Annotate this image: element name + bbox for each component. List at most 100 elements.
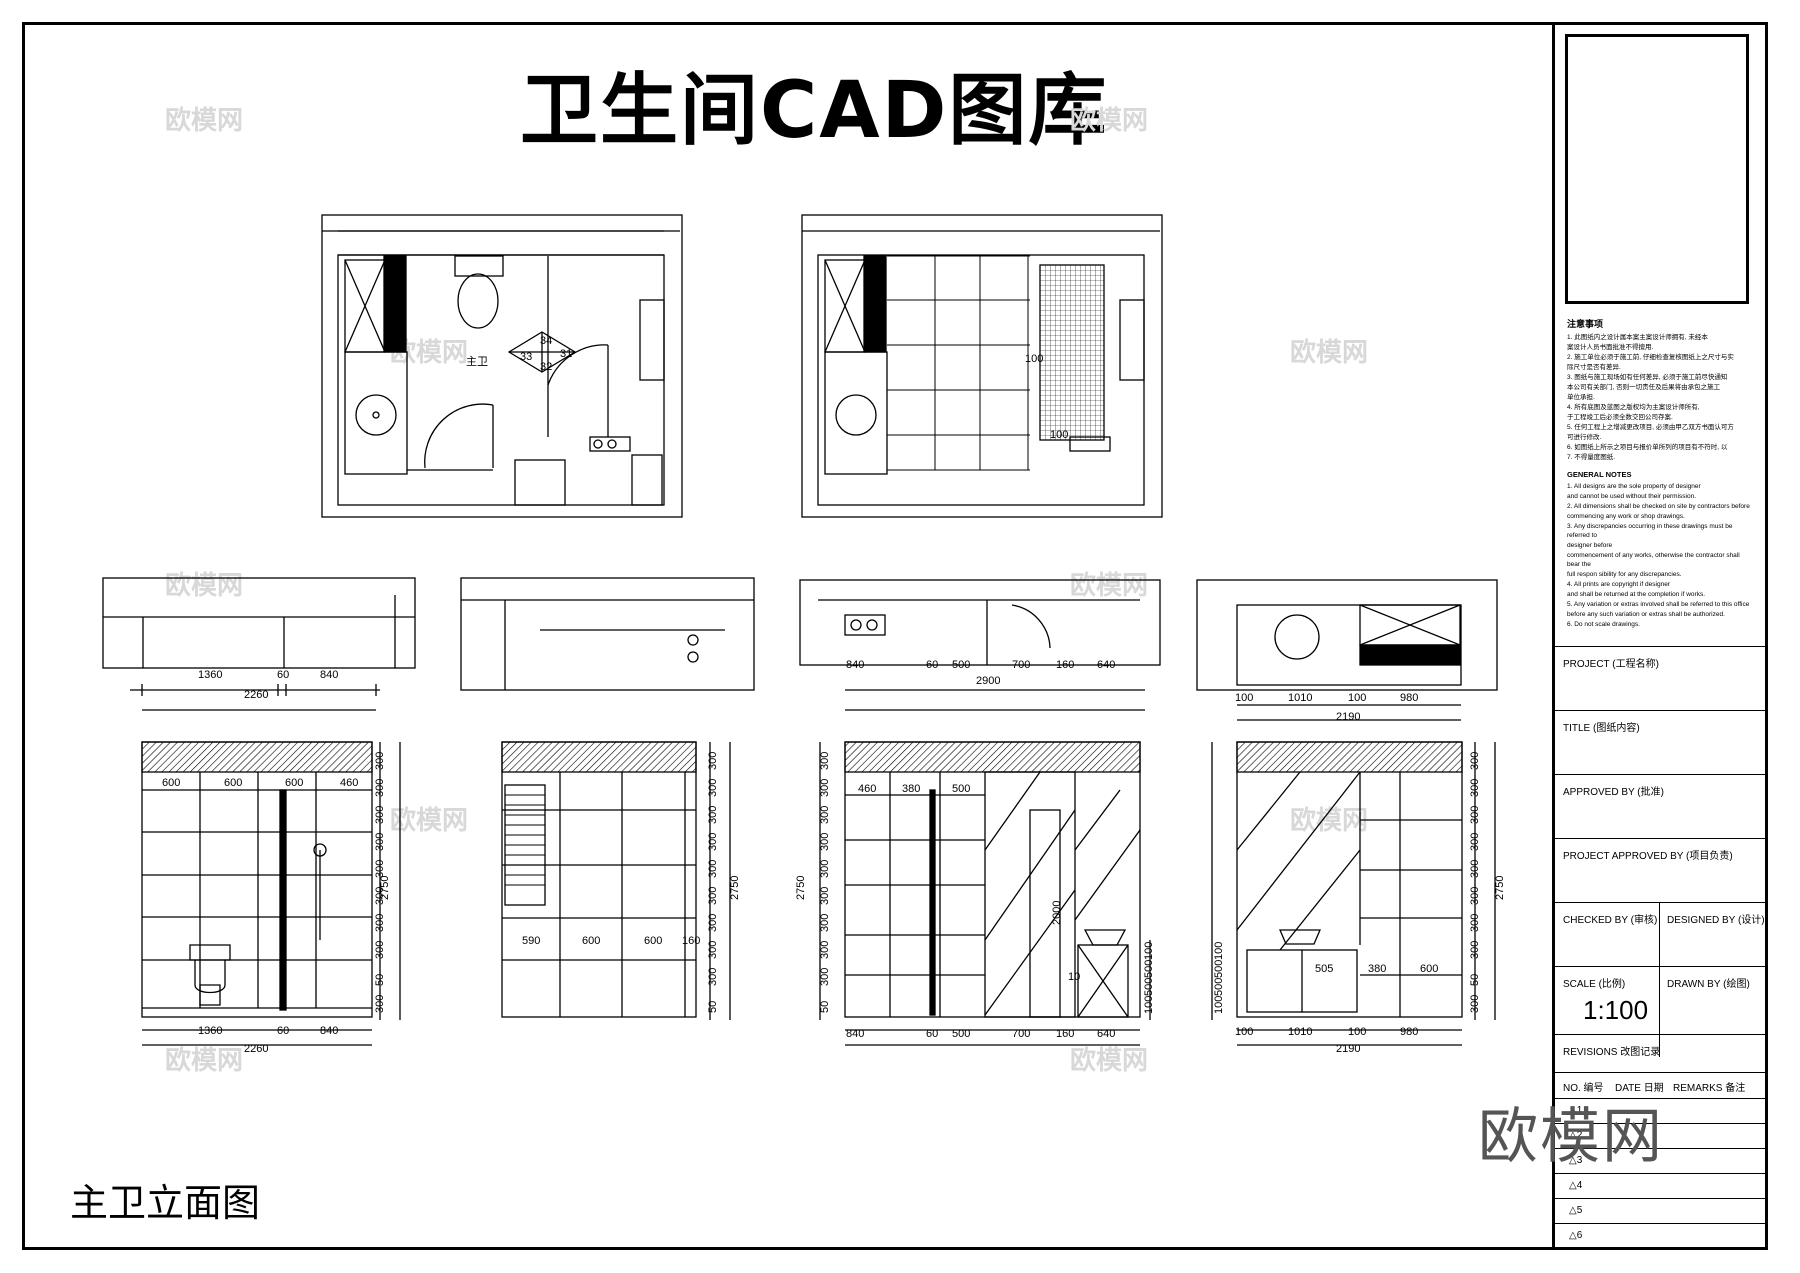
watermark: 欧模网 xyxy=(1290,338,1369,368)
plan-marker: 34 xyxy=(540,335,552,347)
tb-project: PROJECT (工程名称) xyxy=(1555,646,1768,712)
dim-label: 300 xyxy=(707,914,719,932)
dim-label: 505 xyxy=(1315,963,1333,975)
dim-height: 2750 xyxy=(795,876,807,900)
dim-label: 2260 xyxy=(244,689,268,701)
tb-checked-label: CHECKED BY (审核) xyxy=(1563,915,1658,926)
dim-label: 2900 xyxy=(976,675,1000,687)
dim-label: 100 xyxy=(1143,996,1155,1014)
dim-label: 300 xyxy=(819,968,831,986)
note-line: 6. Do not scale drawings. xyxy=(1567,621,1640,628)
dim-label: 380 xyxy=(902,783,920,795)
dim-label: 460 xyxy=(858,783,876,795)
floor-plan-1 xyxy=(321,214,683,518)
dim-label: 980 xyxy=(1400,692,1418,704)
dim-label: 50 xyxy=(819,1001,831,1013)
drawing-subtitle: 主卫立面图 xyxy=(70,1181,261,1225)
elevation-1 xyxy=(141,741,401,1046)
watermark: 欧模网 xyxy=(1070,571,1149,601)
dim-label: 840 xyxy=(320,1025,338,1037)
tb-project-approved: PROJECT APPROVED BY (项目负责) xyxy=(1555,838,1768,904)
tb-approved: APPROVED BY (批准) xyxy=(1555,774,1768,840)
dim-label: 600 xyxy=(582,935,600,947)
dim-label: 300 xyxy=(1469,860,1481,878)
plan2-dim: 100 xyxy=(1050,429,1068,441)
dim-label: 50 xyxy=(707,1001,719,1013)
dim-label: 840 xyxy=(320,669,338,681)
elevation-2 xyxy=(501,741,731,1020)
note-line: 于工程竣工后必须全数交回公司存案. xyxy=(1567,414,1673,421)
dim-height: 2750 xyxy=(729,876,741,900)
dim-label: 300 xyxy=(819,941,831,959)
note-line: 本公司有关部门, 否则一切责任及后果将由承包之施工 xyxy=(1567,384,1721,391)
dim-label: 100 xyxy=(1213,942,1225,960)
dim-label: 300 xyxy=(374,806,386,824)
revision-row: △3 xyxy=(1555,1148,1768,1174)
dim-label: 100 xyxy=(1348,692,1366,704)
tb-project-label: PROJECT (工程名称) xyxy=(1563,659,1659,670)
dim-label: 2260 xyxy=(244,1043,268,1055)
dim-label: 600 xyxy=(224,777,242,789)
dim-label: 300 xyxy=(707,968,719,986)
revision-number: △3 xyxy=(1569,1155,1583,1166)
revision-number: △6 xyxy=(1569,1230,1583,1241)
revision-row: △2 xyxy=(1555,1123,1768,1149)
dim-label: 380 xyxy=(1368,963,1386,975)
note-line: commencement of any works, otherwise the… xyxy=(1567,552,1740,568)
dim-label: 500 xyxy=(1143,960,1155,978)
note-line: full respon sibility for any discrepanci… xyxy=(1567,571,1682,578)
drawing-frame xyxy=(22,22,1768,1250)
dim-label: 600 xyxy=(1420,963,1438,975)
revision-row: △4 xyxy=(1555,1173,1768,1199)
watermark: 欧模网 xyxy=(1070,106,1149,136)
revision-number: △5 xyxy=(1569,1205,1583,1216)
plan-marker: 32 xyxy=(540,361,552,373)
dim-label: 640 xyxy=(1097,1028,1115,1040)
dim-label: 300 xyxy=(707,806,719,824)
tb-drawn-label: DRAWN BY (绘图) xyxy=(1667,979,1750,990)
dim-label: 2190 xyxy=(1336,1043,1360,1055)
dim-label: 160 xyxy=(1056,1028,1074,1040)
title-block: 注意事项 1. 此图纸内之设计属本案主案设计师拥有, 未经本 案设计人员书面批准… xyxy=(1552,22,1768,1250)
dim-label: 1360 xyxy=(198,669,222,681)
elevation-4 xyxy=(1211,741,1496,1046)
notes-heading: 注意事项 xyxy=(1567,319,1604,329)
tb-col-no: NO. 编号 xyxy=(1563,1083,1604,1094)
dim-label: 100 xyxy=(1235,1026,1253,1038)
dim-label: 300 xyxy=(1469,779,1481,797)
dim-label: 600 xyxy=(285,777,303,789)
dim-label: 100 xyxy=(1213,996,1225,1014)
watermark: 欧模网 xyxy=(165,571,244,601)
note-line: 3. 图纸与施工现场如有任何差异, 必须于施工前尽快通知 xyxy=(1567,374,1728,381)
dim-label: 300 xyxy=(1469,752,1481,770)
dim-label: 300 xyxy=(374,752,386,770)
dim-label: 10 xyxy=(1068,971,1080,983)
revision-number: △4 xyxy=(1569,1180,1583,1191)
dim-label: 980 xyxy=(1400,1026,1418,1038)
dim-label: 2190 xyxy=(1336,711,1360,723)
tb-approved-label: APPROVED BY (批准) xyxy=(1563,787,1664,798)
note-line: 案设计人员书面批准不得擅用. xyxy=(1567,344,1654,351)
dim-label: 300 xyxy=(707,860,719,878)
note-line: 2. 施工单位必须于施工前, 仔细检查复核图纸上之尺寸与实 xyxy=(1567,354,1734,361)
revision-number: △2 xyxy=(1569,1130,1583,1141)
note-line: 1. All designs are the sole property of … xyxy=(1567,483,1701,490)
dim-label: 500 xyxy=(952,783,970,795)
tb-revisions: REVISIONS 改图记录 xyxy=(1555,1034,1768,1075)
dim-label: 60 xyxy=(277,669,289,681)
note-line: 5. Any variation or extras involved shal… xyxy=(1567,601,1750,608)
general-notes: 注意事项 1. 此图纸内之设计属本案主案设计师拥有, 未经本 案设计人员书面批准… xyxy=(1567,320,1753,630)
dim-label: 160 xyxy=(1056,659,1074,671)
note-line: designer before xyxy=(1567,542,1613,549)
dim-label: 300 xyxy=(374,995,386,1013)
dim-label: 60 xyxy=(277,1025,289,1037)
dim-height: 2750 xyxy=(379,876,391,900)
note-line: commencing any work or shop drawings. xyxy=(1567,513,1685,520)
note-line: 3. Any discrepancies occurring in these … xyxy=(1567,523,1733,539)
dim-label: 300 xyxy=(707,752,719,770)
dim-label: 300 xyxy=(707,887,719,905)
note-line: 1. 此图纸内之设计属本案主案设计师拥有, 未经本 xyxy=(1567,334,1708,341)
dim-label: 590 xyxy=(522,935,540,947)
dim-label: 700 xyxy=(1012,659,1030,671)
